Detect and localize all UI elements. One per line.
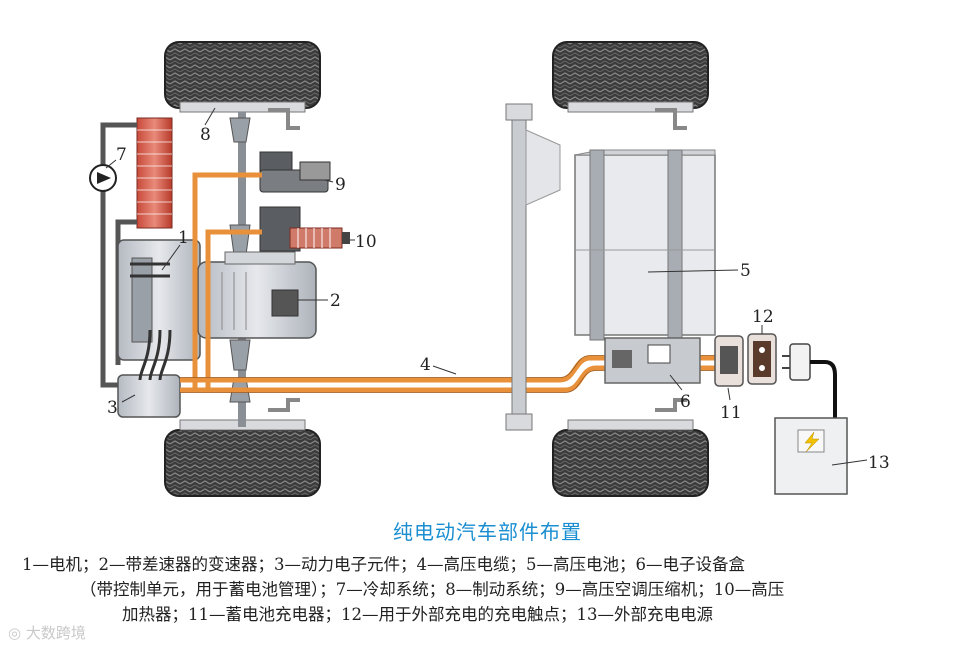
watermark-text: 大数跨境 — [25, 624, 86, 642]
callout-6: 6 — [680, 392, 691, 412]
legend-line-2: （带控制单元，用于蓄电池管理）；7—冷却系统；8—制动系统；9—高压空调压缩机；… — [80, 580, 785, 599]
charging-contacts — [747, 333, 777, 385]
front-left-tire — [164, 41, 321, 113]
callout-8: 8 — [200, 125, 211, 145]
external-charging-source — [774, 417, 848, 495]
hv-ac-compressor — [259, 151, 331, 193]
leader-lines — [105, 107, 868, 466]
callout-13: 13 — [868, 453, 890, 473]
cooling-radiator — [136, 117, 173, 229]
callout-7: 7 — [116, 145, 127, 165]
ev-layout-diagram: 1 2 3 4 5 6 7 8 9 10 11 12 13 — [89, 41, 890, 497]
lightning-bolt-icon — [804, 431, 820, 453]
figure-legend: 1—电机；2—带差速器的变速器；3—动力电子元件；4—高压电缆；5—高压电池；6… — [22, 552, 952, 627]
rear-right-tire — [552, 419, 709, 497]
electric-motor — [117, 239, 201, 361]
legend-line-3: 加热器；11—蓄电池充电器；12—用于外部充电的充电触点；13—外部充电电源 — [122, 605, 713, 624]
battery-charger — [714, 335, 744, 387]
callout-11: 11 — [720, 403, 742, 423]
rear-subframe — [505, 103, 561, 431]
callout-10: 10 — [355, 232, 377, 252]
coolant-pump — [89, 164, 117, 192]
battery-management-box — [604, 337, 701, 384]
legend-line-1: 1—电机；2—带差速器的变速器；3—动力电子元件；4—高压电缆；5—高压电池；6… — [22, 555, 745, 574]
hv-cable-outline — [180, 355, 720, 393]
callout-1: 1 — [178, 228, 189, 248]
callout-12: 12 — [752, 307, 774, 327]
callout-4: 4 — [420, 355, 431, 375]
rear-left-tire — [164, 419, 321, 497]
hv-battery — [574, 149, 716, 341]
callout-2: 2 — [330, 291, 341, 311]
watermark-logo: ◎ 大数跨境 — [8, 622, 86, 643]
power-electronics — [117, 329, 181, 418]
brake-calipers — [268, 108, 687, 412]
front-right-tire — [552, 41, 709, 113]
external-charging-plug — [782, 343, 837, 420]
callout-9: 9 — [335, 175, 346, 195]
figure-caption-title: 纯电动汽车部件布置 — [393, 520, 582, 544]
transmission-with-differential — [197, 251, 317, 339]
watermark-icon: ◎ — [8, 624, 22, 642]
hv-heater — [259, 206, 350, 252]
callout-3: 3 — [107, 398, 118, 418]
hv-cables — [180, 172, 720, 393]
callout-5: 5 — [740, 261, 751, 281]
